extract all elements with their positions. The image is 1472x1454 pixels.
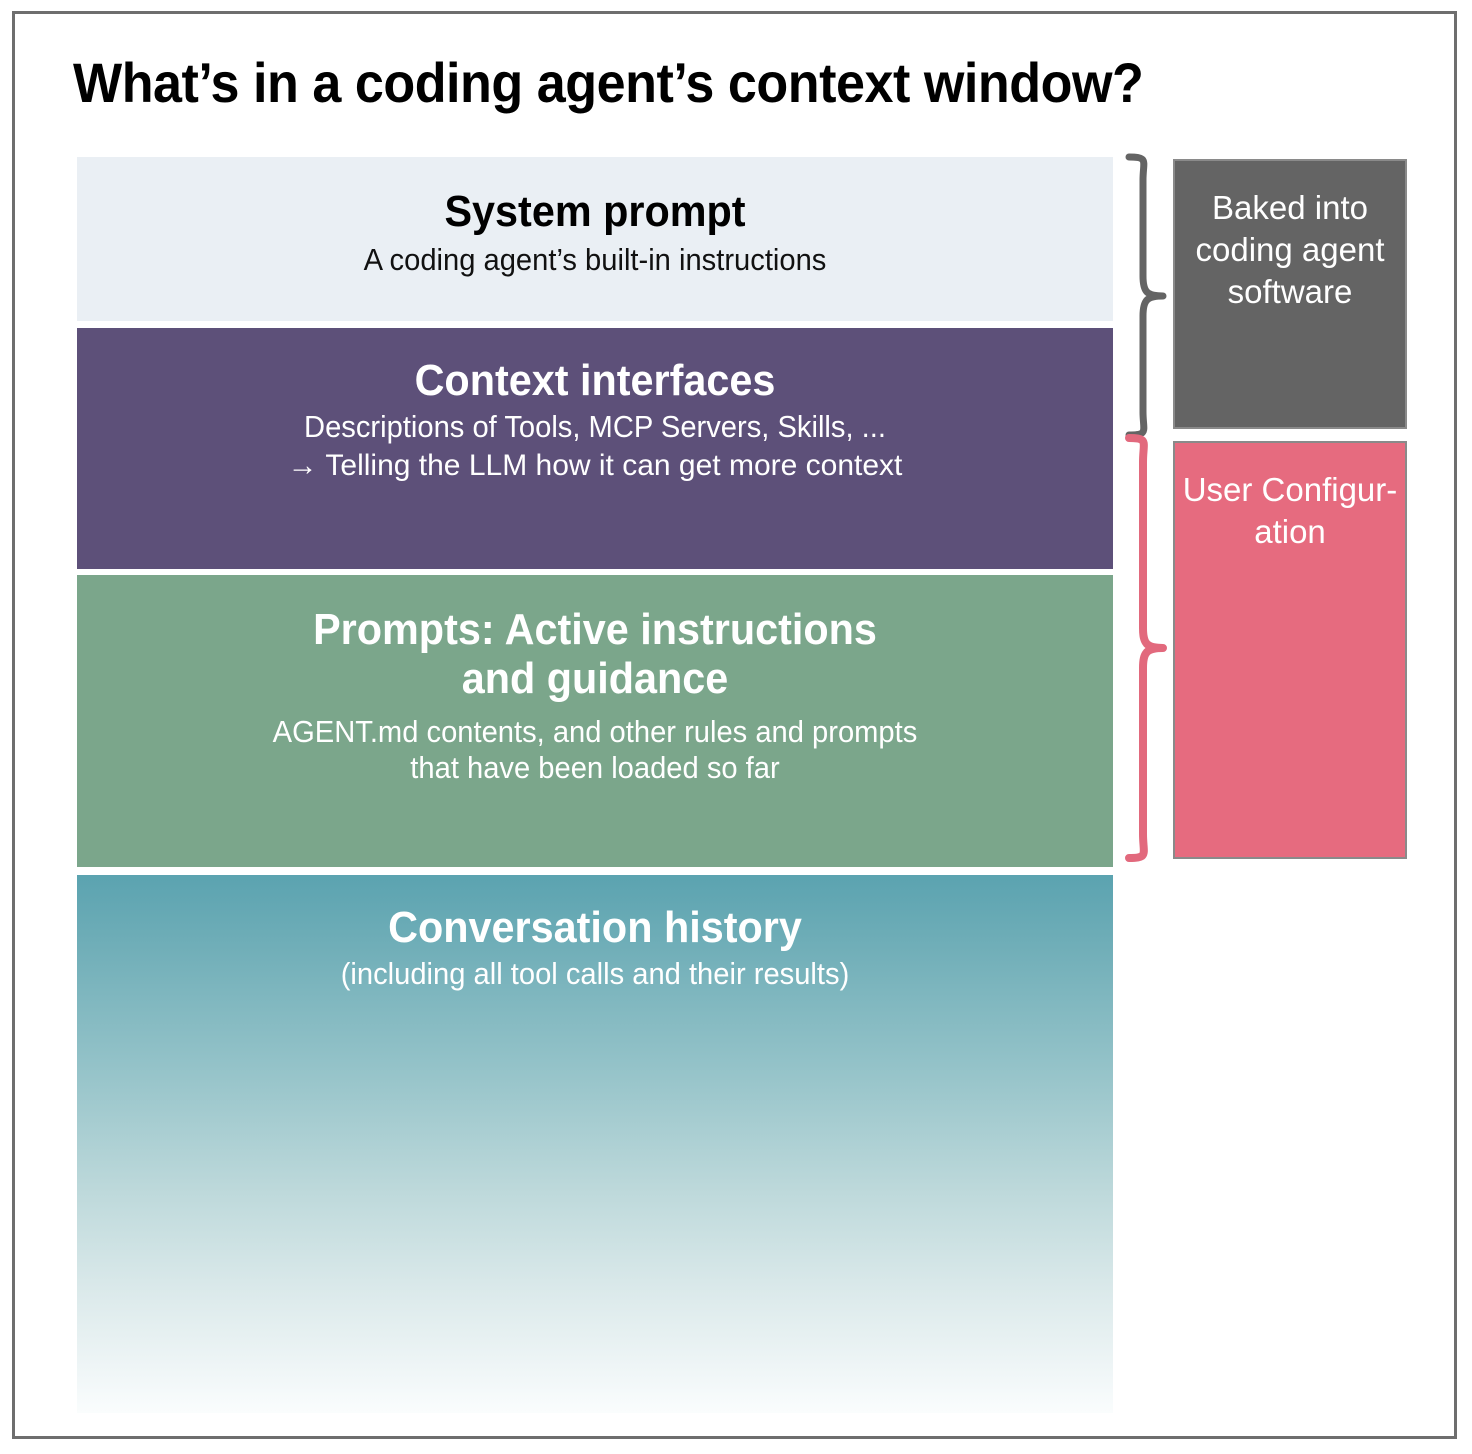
block-context-interfaces-subtitle: Descriptions of Tools, MCP Servers, Skil… [304,409,886,445]
diagram-frame: What’s in a coding agent’s context windo… [12,11,1457,1439]
block-prompts-subtitle-line2: that have been loaded so far [410,750,780,786]
block-system-prompt-heading: System prompt [444,187,746,236]
block-divider [77,569,1113,575]
context-stack: System prompt A coding agent’s built-in … [77,157,1113,1413]
brace-baked-into-software-icon [1125,153,1167,439]
block-context-interfaces: Context interfaces Descriptions of Tools… [77,328,1113,569]
block-context-interfaces-heading: Context interfaces [414,356,776,405]
block-prompts-heading-line2: and guidance [461,654,729,704]
block-conversation-history-subtitle: (including all tool calls and their resu… [340,956,850,992]
block-conversation-history: Conversation history (including all tool… [77,875,1113,1413]
block-prompts-subtitle-line1: AGENT.md contents, and other rules and p… [272,713,918,749]
side-label-baked-into-software: Baked into coding agent software [1173,159,1407,429]
block-system-prompt-subtitle: A coding agent’s built-in instructions [363,242,827,278]
block-system-prompt: System prompt A coding agent’s built-in … [77,157,1113,321]
block-context-interfaces-note: → Telling the LLM how it can get more co… [287,448,903,482]
side-label-user-configuration: User Configur- ation [1173,441,1407,859]
brace-user-configuration-icon [1125,434,1167,862]
block-divider [77,867,1113,875]
block-prompts-heading-line1: Prompts: Active instructions [313,605,877,654]
block-conversation-history-heading: Conversation history [388,903,802,952]
block-prompts: Prompts: Active instructions and guidanc… [77,575,1113,867]
side-label-baked-into-software-text: Baked into coding agent software [1195,189,1385,311]
side-label-user-configuration-text: User Configur- ation [1182,471,1398,551]
block-divider [77,321,1113,328]
page-title: What’s in a coding agent’s context windo… [73,51,1144,114]
